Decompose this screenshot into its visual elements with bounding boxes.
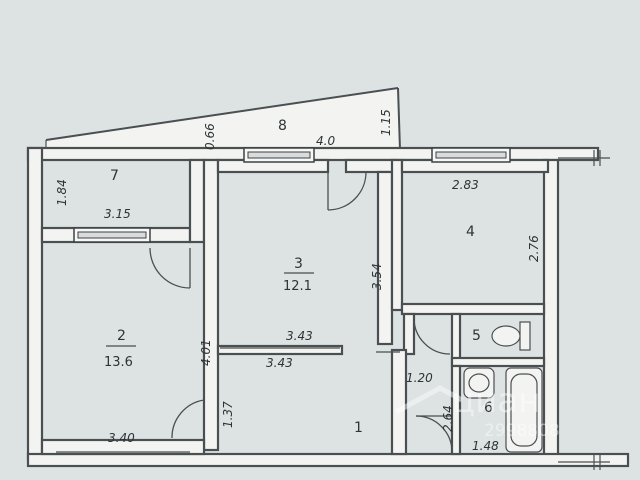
toilet-icon xyxy=(491,321,531,351)
room-number-8: 8 xyxy=(278,118,287,134)
dim-1-84: 1.84 xyxy=(55,179,69,206)
door-room-2 xyxy=(171,399,205,439)
dim-1-37: 1.37 xyxy=(221,401,235,428)
exterior-marks xyxy=(558,150,610,470)
room-number-2: 2 xyxy=(117,328,126,344)
watermark-logo-icon xyxy=(394,385,464,415)
room-3-walls xyxy=(202,158,400,452)
dim-4-0: 4.0 xyxy=(316,134,335,148)
room-number-3: 3 xyxy=(294,256,303,272)
door-bathroom xyxy=(415,415,453,453)
door-balcony-room-3 xyxy=(327,171,367,211)
dim-0-66: 0.66 xyxy=(203,123,217,150)
room-number-5: 5 xyxy=(472,328,481,344)
dim-3-15: 3.15 xyxy=(104,207,131,221)
room-number-4: 4 xyxy=(466,224,475,240)
room-area-3: 12.1 xyxy=(283,279,312,294)
dim-3-40: 3.40 xyxy=(108,431,135,445)
door-balcony-room-2 xyxy=(149,247,191,289)
dim-3-54: 3.54 xyxy=(370,263,384,290)
window-room-7 xyxy=(73,227,151,243)
dim-1-20: 1.20 xyxy=(406,371,433,385)
dim-4-01: 4.01 xyxy=(199,339,213,366)
dim-3-43-bottom: 3.43 xyxy=(266,356,293,370)
watermark: циан 2998808 xyxy=(394,381,560,441)
bathroom-walls xyxy=(390,312,546,456)
watermark-number: 2998808 xyxy=(484,421,560,441)
room-2-walls xyxy=(40,438,206,456)
dim-2-64: 2.64 xyxy=(441,405,455,432)
sink-icon xyxy=(463,367,495,399)
dim-3-43-top: 3.43 xyxy=(286,329,313,343)
balcony-outline xyxy=(45,87,401,151)
dim-1-48: 1.48 xyxy=(472,439,499,453)
room-4-walls xyxy=(390,158,550,316)
watermark-brand: циан xyxy=(452,381,540,421)
dimension-lines xyxy=(56,347,340,453)
room-area-2: 13.6 xyxy=(104,355,133,370)
bathtub-icon xyxy=(505,367,543,453)
dim-2-83: 2.83 xyxy=(452,178,479,192)
window-room-4 xyxy=(431,147,511,163)
dim-1-15: 1.15 xyxy=(379,109,393,136)
room-number-1: 1 xyxy=(354,420,363,436)
room-number-6: 6 xyxy=(484,400,493,416)
window-room-3 xyxy=(243,147,315,163)
dim-2-76: 2.76 xyxy=(527,235,541,262)
room-number-7: 7 xyxy=(110,168,119,184)
door-wc xyxy=(413,317,451,355)
